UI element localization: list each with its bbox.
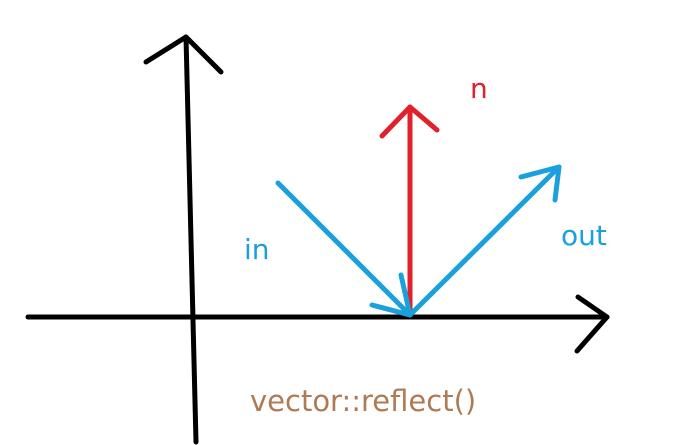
outgoing-vector-shaft	[407, 164, 562, 318]
outgoing-label: out	[561, 219, 607, 252]
y-axis-arrowhead	[143, 34, 224, 75]
axes	[25, 34, 610, 445]
outgoing-vector-arrowhead	[518, 164, 562, 203]
normal-label: n	[470, 72, 488, 105]
y-axis-line	[183, 34, 199, 445]
incoming-vector-shaft	[275, 180, 413, 318]
incoming-label: in	[244, 233, 270, 266]
normal-vector-arrowhead	[379, 104, 440, 139]
normal-vector	[379, 104, 440, 318]
x-axis-arrowhead	[574, 294, 610, 354]
caption-text: vector::reflect()	[250, 384, 476, 418]
reflection-vectors	[275, 164, 562, 318]
